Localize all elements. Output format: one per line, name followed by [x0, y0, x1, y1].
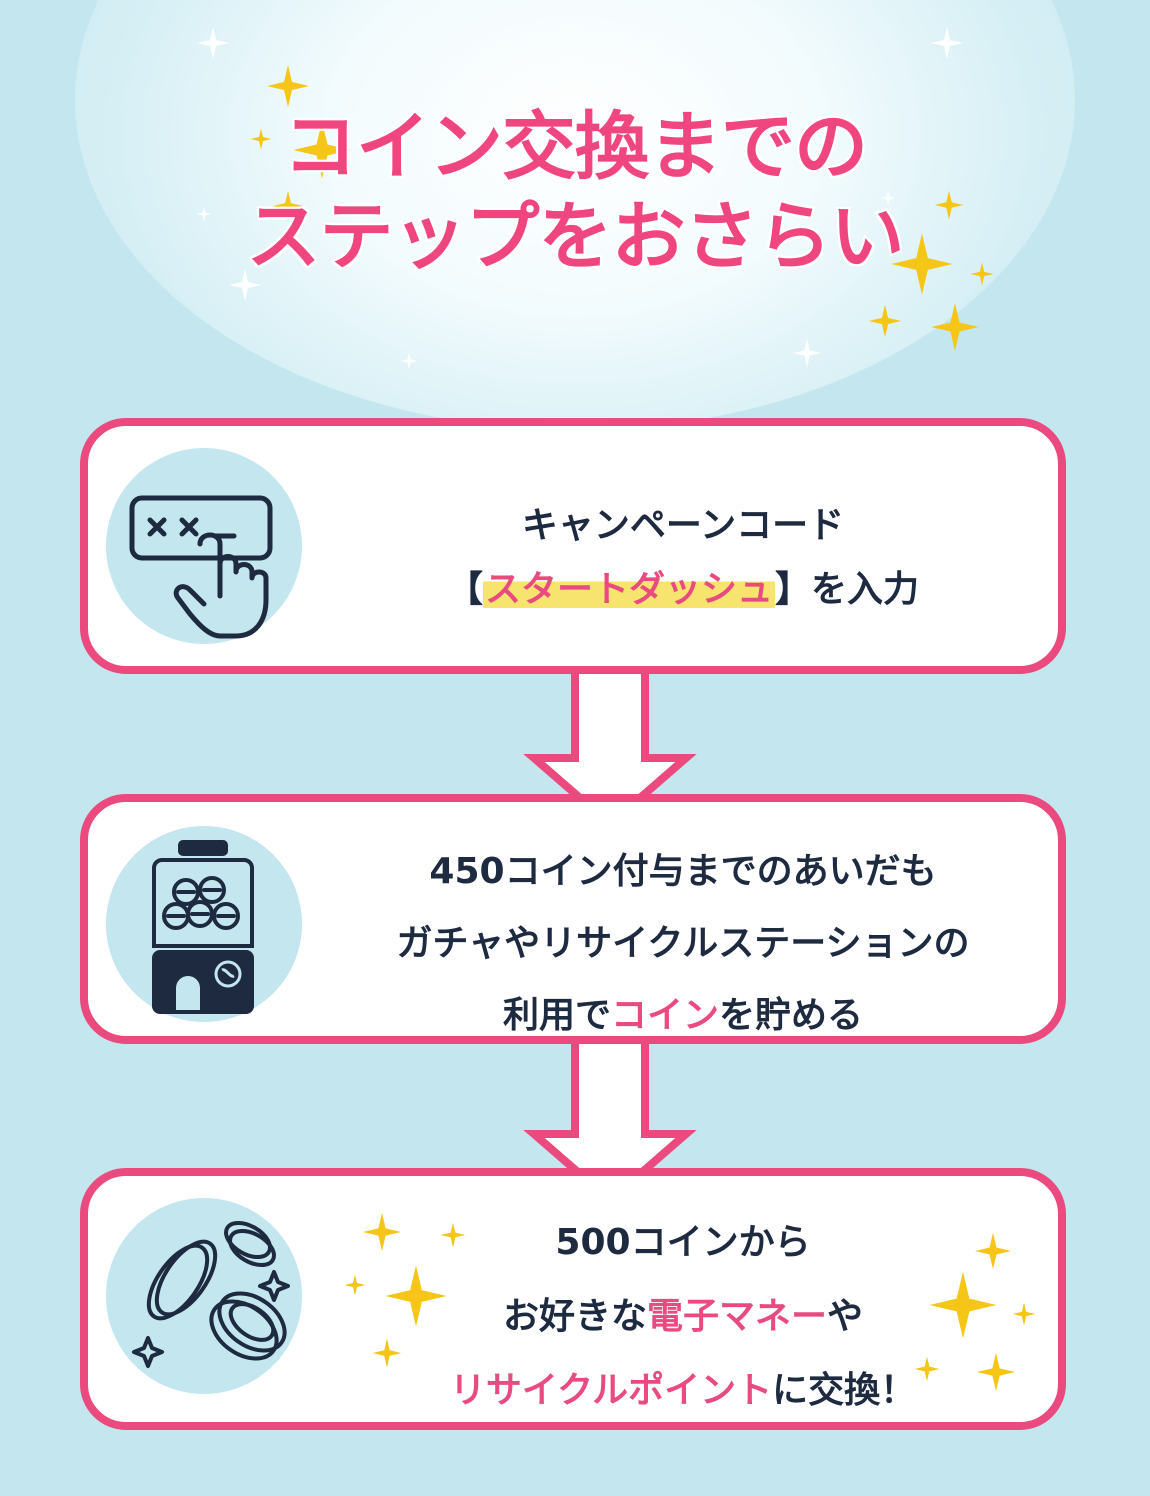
gold-sparkle-icon [914, 1356, 940, 1382]
white-sparkle-icon [197, 27, 229, 59]
step-card-3: 500コインから お好きな電子マネーや リサイクルポイントに交換！ [80, 1168, 1066, 1430]
gold-sparkle-icon [372, 1338, 402, 1368]
gold-sparkle-icon [970, 262, 994, 286]
gold-sparkle-icon [293, 121, 351, 179]
gold-sparkle-icon [931, 303, 979, 351]
gold-sparkle-icon [1012, 1302, 1036, 1326]
recycle-point-highlight: リサイクルポイント [449, 1370, 773, 1411]
step-3-text: 500コインから お好きな電子マネーや リサイクルポイントに交換！ [328, 1206, 1038, 1428]
white-sparkle-icon [229, 269, 261, 301]
bracket-open: 【 [446, 569, 483, 610]
gold-sparkle-icon [934, 190, 964, 220]
step-3-line-1: 500コインから [555, 1222, 811, 1263]
page-title-line-1: コイン交換までの [281, 104, 870, 190]
campaign-code: スタートダッシュ [482, 569, 775, 610]
step-2-line-3: 利用でコインを貯める [328, 980, 1038, 1052]
white-sparkle-icon [880, 190, 896, 206]
page-title-line-2: ステップをおさらい [245, 194, 907, 280]
white-sparkle-icon [931, 27, 963, 59]
step-card-1: キャンペーンコード 【スタートダッシュ】を入力 [80, 418, 1066, 674]
white-sparkle-icon [792, 338, 822, 368]
step-1-line-1: キャンペーンコード [521, 505, 845, 546]
step-1-line-2: 【スタートダッシュ】を入力 [328, 558, 1038, 622]
gold-sparkle-icon [250, 128, 272, 150]
step-1-line-2-tail: 】を入力 [775, 569, 920, 610]
step-2-line-3-post: を貯める [719, 995, 864, 1036]
step-2-line-3-pre: 利用で [502, 995, 611, 1036]
coins-icon [132, 1220, 290, 1368]
down-arrow-icon [523, 1036, 697, 1206]
white-sparkle-icon [400, 352, 418, 370]
gold-sparkle-icon [440, 1222, 466, 1248]
gold-sparkle-icon [891, 233, 953, 295]
gold-sparkle-icon [272, 190, 304, 222]
coin-highlight: コイン [610, 995, 719, 1036]
icon-circle [106, 1198, 302, 1394]
step-3-line-2-post: や [827, 1296, 864, 1337]
gold-sparkle-icon [267, 65, 309, 107]
down-arrow-icon [523, 660, 697, 830]
step-3-line-3: リサイクルポイントに交換！ [328, 1354, 1038, 1428]
step-2-line-2: ガチャやリサイクルステーションの [396, 923, 970, 964]
gold-sparkle-icon [976, 1352, 1016, 1392]
white-sparkle-icon [196, 206, 212, 222]
step-3-line-2: お好きな電子マネーや [328, 1280, 1038, 1354]
gold-sparkle-icon [362, 1212, 402, 1252]
gold-sparkle-icon [929, 1271, 997, 1339]
gachapon-icon [152, 840, 254, 1014]
gold-sparkle-icon [974, 1232, 1012, 1270]
step-2-line-1: 450コイン付与までのあいだも [429, 851, 937, 892]
gold-sparkle-icon [385, 1265, 447, 1327]
gold-sparkle-icon [344, 1274, 366, 1296]
step-1-text: キャンペーンコード 【スタートダッシュ】を入力 [328, 494, 1038, 622]
step-2-text: 450コイン付与までのあいだも ガチャやリサイクルステーションの 利用でコインを… [328, 836, 1038, 1052]
code-input-icon [129, 495, 273, 639]
step-3-line-3-post: に交換！ [772, 1370, 917, 1411]
step-3-line-2-pre: お好きな [502, 1296, 647, 1337]
step-card-2: 450コイン付与までのあいだも ガチャやリサイクルステーションの 利用でコインを… [80, 794, 1066, 1044]
gold-sparkle-icon [868, 304, 902, 338]
e-money-highlight: 電子マネー [646, 1296, 827, 1337]
